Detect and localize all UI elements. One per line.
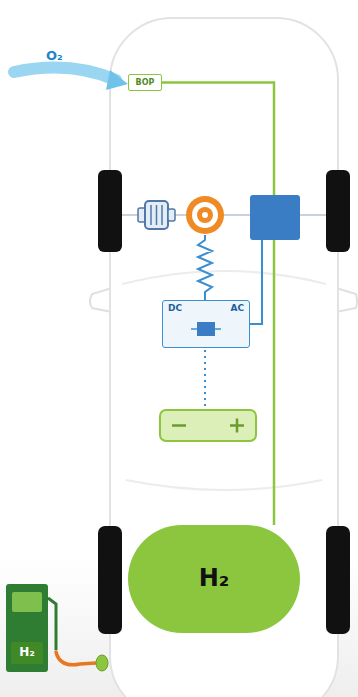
inverter-symbol bbox=[191, 319, 221, 339]
battery-cable bbox=[204, 350, 206, 409]
bop-box: BOP bbox=[128, 74, 162, 91]
motor-fin bbox=[156, 205, 158, 225]
node-label: H₂ bbox=[199, 565, 230, 593]
fuel-cell-stack bbox=[250, 195, 300, 240]
inverter-lead bbox=[191, 328, 197, 330]
rear-window bbox=[126, 480, 322, 490]
motor-fin bbox=[150, 205, 152, 225]
wheel bbox=[326, 170, 350, 252]
side-mirror bbox=[336, 288, 357, 312]
fuel-pump-panel: H₂ bbox=[11, 642, 43, 664]
battery bbox=[160, 410, 256, 441]
pump-arm bbox=[48, 598, 56, 650]
battery-minus bbox=[172, 424, 186, 427]
electric-motor bbox=[145, 201, 168, 229]
inverter-core bbox=[197, 322, 215, 336]
coil-spring bbox=[198, 235, 212, 300]
oxygen-arrow bbox=[14, 68, 116, 81]
car-body bbox=[110, 18, 338, 697]
hydrogen-tank: H₂ bbox=[128, 525, 300, 633]
inverter-lead bbox=[215, 328, 221, 330]
converter-label: DC bbox=[168, 303, 182, 313]
hydrogen-line bbox=[162, 83, 274, 526]
transmission bbox=[186, 196, 224, 234]
power-cable bbox=[250, 240, 262, 324]
wheel bbox=[98, 526, 122, 634]
fuel-inlet bbox=[96, 655, 108, 671]
wheel bbox=[326, 526, 350, 634]
fuel-hose bbox=[56, 652, 96, 665]
battery-plus bbox=[236, 419, 239, 433]
node-label: H₂ bbox=[19, 646, 34, 660]
transmission-ring bbox=[192, 202, 218, 228]
motor-fin bbox=[161, 205, 163, 225]
pump-display bbox=[12, 592, 42, 612]
transmission-ring bbox=[197, 207, 213, 223]
motor-end bbox=[168, 209, 175, 221]
converter-label: AC bbox=[230, 303, 244, 313]
transmission-hub bbox=[202, 212, 208, 218]
windshield bbox=[122, 271, 326, 284]
side-mirror bbox=[90, 288, 112, 312]
node-label: BOP bbox=[136, 78, 155, 87]
wheel bbox=[98, 170, 122, 252]
fuel-pump bbox=[6, 584, 48, 672]
oxygen-arrowhead bbox=[106, 70, 128, 90]
inverter-box: DC AC bbox=[162, 300, 250, 348]
gas-label: O₂ bbox=[46, 48, 63, 63]
